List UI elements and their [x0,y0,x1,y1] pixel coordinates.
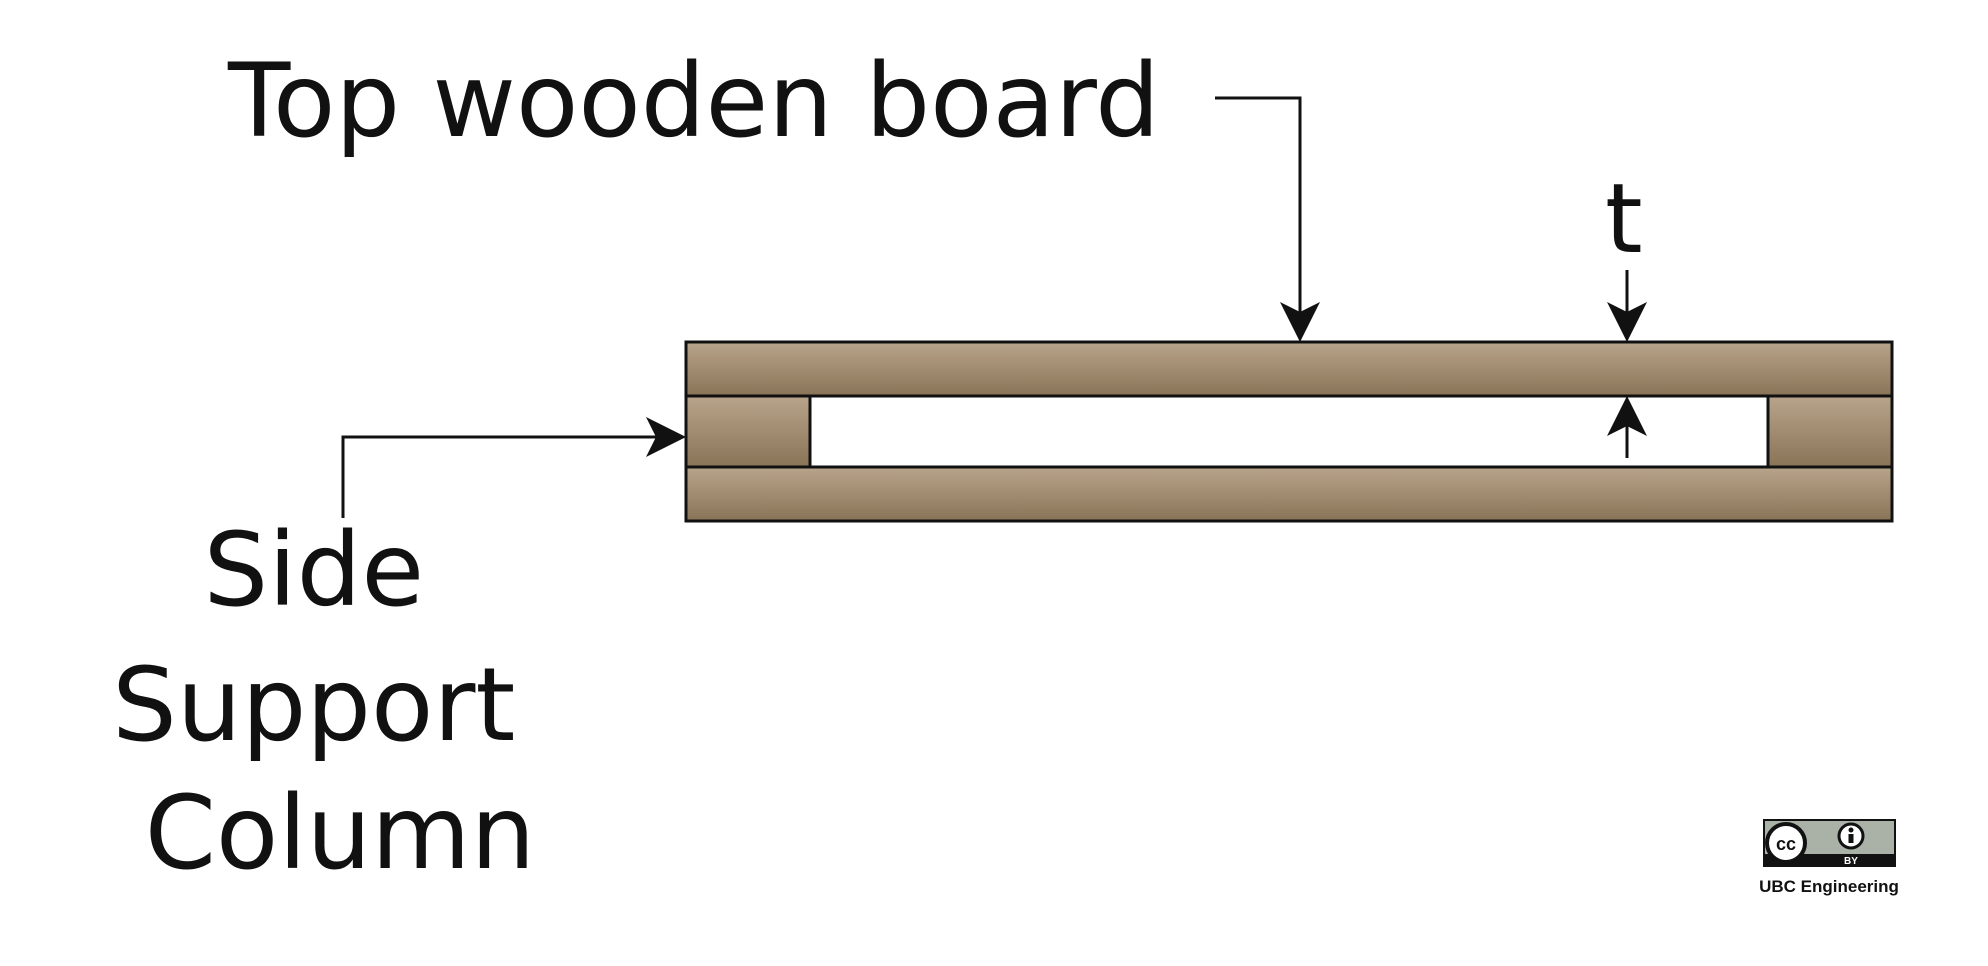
side-column-label-line-2: Support [112,646,515,765]
attribution-icon [1837,822,1865,850]
top-board-label: Top wooden board [227,42,1160,161]
top-board-leader-arrow [1215,96,1320,342]
side-column-label-line-3: Column [145,774,536,893]
cc-by-badge: cc BY [1763,819,1896,867]
bottom-wooden-board [684,465,1894,523]
credit-text: UBC Engineering [1759,877,1899,896]
cc-by-text: BY [1844,856,1858,867]
cc-icon-text: cc [1776,834,1796,854]
thickness-label: t [1605,163,1643,275]
side-column-leader-arrow [341,417,686,518]
side-column-label: Side Support Column [112,511,548,893]
top-wooden-board [684,340,1894,398]
side-column-label-line-1: Side [203,511,424,630]
inner-cavity [808,394,1770,469]
left-side-support-column [684,394,812,469]
board-assembly [684,340,1894,523]
right-side-support-column [1766,394,1894,469]
cc-icon [1765,822,1807,864]
